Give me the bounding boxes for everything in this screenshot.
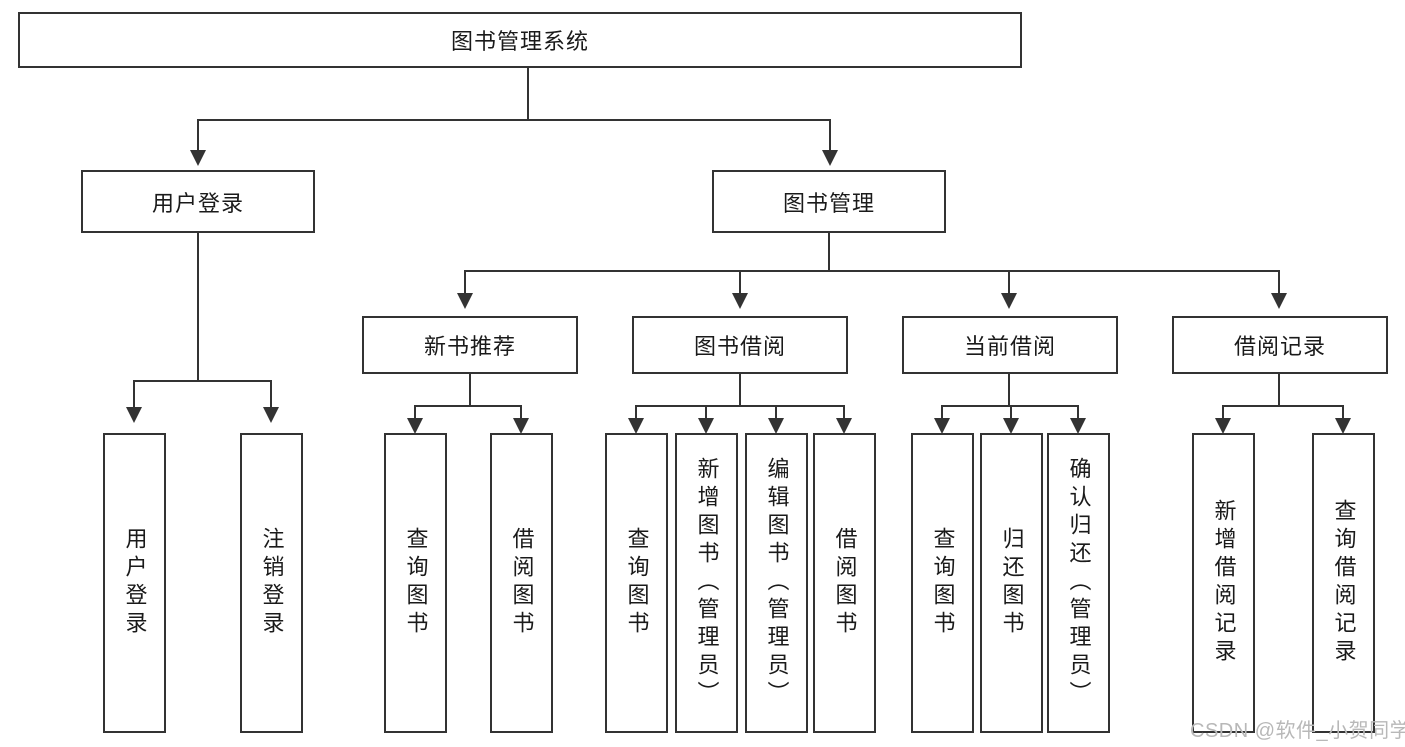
watermark-csdn: CSDN @软件_小贺同学 [1190, 720, 1405, 742]
edge-borrow-record-stem [1278, 374, 1280, 406]
node-label: 图书管理系统 [450, 29, 589, 54]
arrow-borrow-record-to-leaf-1 [1215, 418, 1231, 434]
arrow-borrow-record-to-leaf-2 [1335, 418, 1351, 434]
node-label: 编辑图书（管理员） [764, 457, 790, 709]
node-label: 用户登录 [151, 190, 244, 216]
node-current-borrow[interactable]: 当前借阅 [902, 316, 1118, 374]
node-label: 查询借阅记录 [1331, 499, 1357, 667]
leaf-book-borrow-edit-book[interactable]: 编辑图书（管理员） [745, 433, 808, 733]
node-label: 用户登录 [122, 527, 148, 639]
edge-book-borrow-to-leaf-3 [775, 405, 777, 419]
edge-book-mgmt-to-new-book [464, 270, 466, 294]
edge-new-book-to-leaf-1 [414, 405, 416, 419]
leaf-book-borrow-add-book[interactable]: 新增图书（管理员） [675, 433, 738, 733]
node-label: 新书推荐 [423, 334, 516, 359]
node-label: 借阅图书 [832, 527, 858, 639]
node-label: 图书借阅 [693, 334, 786, 359]
edge-book-mgmt-to-current-borrow [1008, 270, 1010, 294]
arrow-root-to-user-login [190, 150, 206, 166]
edge-book-borrow-stem [739, 374, 741, 406]
edge-new-book-to-leaf-2 [520, 405, 522, 419]
arrow-new-book-to-leaf-1 [407, 418, 423, 434]
arrow-current-borrow-to-leaf-3 [1070, 418, 1086, 434]
arrow-book-mgmt-to-new-book [457, 293, 473, 309]
edge-current-borrow-to-leaf-3 [1077, 405, 1079, 419]
edge-book-mgmt-bus [464, 270, 1280, 272]
node-label: 借阅记录 [1233, 334, 1326, 359]
node-label: 查询图书 [624, 527, 650, 639]
arrow-book-borrow-to-leaf-3 [768, 418, 784, 434]
leaf-current-borrow-confirm-return[interactable]: 确认归还（管理员） [1047, 433, 1110, 733]
node-label: 新增图书（管理员） [694, 457, 720, 709]
edge-borrow-record-bus [1222, 405, 1344, 407]
node-root-system[interactable]: 图书管理系统 [18, 12, 1022, 68]
edge-root-bus [197, 119, 831, 121]
node-label: 图书管理 [782, 190, 875, 216]
edge-user-login-bus [133, 380, 272, 382]
node-label: 归还图书 [999, 527, 1025, 639]
edge-borrow-record-to-leaf-2 [1342, 405, 1344, 419]
node-label: 确认归还（管理员） [1066, 457, 1092, 709]
arrow-book-borrow-to-leaf-4 [836, 418, 852, 434]
edge-current-borrow-to-leaf-2 [1010, 405, 1012, 419]
edge-user-login-to-leaf-2 [270, 380, 272, 408]
node-borrow-record[interactable]: 借阅记录 [1172, 316, 1388, 374]
arrow-book-mgmt-to-book-borrow [732, 293, 748, 309]
arrow-book-mgmt-to-current-borrow [1001, 293, 1017, 309]
arrow-current-borrow-to-leaf-2 [1003, 418, 1019, 434]
leaf-borrow-record-query-record[interactable]: 查询借阅记录 [1312, 433, 1375, 733]
node-label: 当前借阅 [963, 334, 1056, 359]
leaf-user-login-login[interactable]: 用户登录 [103, 433, 166, 733]
leaf-book-borrow-borrow-book[interactable]: 借阅图书 [813, 433, 876, 733]
edge-root-to-user-login [197, 119, 199, 151]
edge-book-mgmt-to-borrow-record [1278, 270, 1280, 294]
edge-borrow-record-to-leaf-1 [1222, 405, 1224, 419]
edge-book-borrow-to-leaf-1 [635, 405, 637, 419]
arrow-user-login-to-leaf-1 [126, 407, 142, 423]
arrow-new-book-to-leaf-2 [513, 418, 529, 434]
node-user-login[interactable]: 用户登录 [81, 170, 315, 233]
leaf-new-book-borrow-book[interactable]: 借阅图书 [490, 433, 553, 733]
edge-book-borrow-to-leaf-4 [843, 405, 845, 419]
edge-current-borrow-to-leaf-1 [941, 405, 943, 419]
arrow-root-to-book-mgmt [822, 150, 838, 166]
arrow-book-borrow-to-leaf-1 [628, 418, 644, 434]
edge-new-book-bus [414, 405, 522, 407]
node-book-borrow[interactable]: 图书借阅 [632, 316, 848, 374]
node-label: 查询图书 [930, 527, 956, 639]
node-label: 注销登录 [259, 527, 285, 639]
arrow-book-borrow-to-leaf-2 [698, 418, 714, 434]
edge-book-mgmt-to-book-borrow [739, 270, 741, 294]
node-new-book-recommend[interactable]: 新书推荐 [362, 316, 578, 374]
edge-current-borrow-stem [1008, 374, 1010, 406]
edge-new-book-stem [469, 374, 471, 406]
arrow-current-borrow-to-leaf-1 [934, 418, 950, 434]
node-label: 借阅图书 [509, 527, 535, 639]
edge-root-stem [527, 68, 529, 120]
edge-user-login-to-leaf-1 [133, 380, 135, 408]
edge-book-borrow-to-leaf-2 [705, 405, 707, 419]
node-book-management[interactable]: 图书管理 [712, 170, 946, 233]
node-label: 新增借阅记录 [1211, 499, 1237, 667]
leaf-current-borrow-query-book[interactable]: 查询图书 [911, 433, 974, 733]
node-label: 查询图书 [403, 527, 429, 639]
leaf-book-borrow-query-book[interactable]: 查询图书 [605, 433, 668, 733]
leaf-new-book-query-book[interactable]: 查询图书 [384, 433, 447, 733]
edge-root-to-book-mgmt [829, 119, 831, 151]
leaf-current-borrow-return-book[interactable]: 归还图书 [980, 433, 1043, 733]
leaf-user-login-logout[interactable]: 注销登录 [240, 433, 303, 733]
leaf-borrow-record-add-record[interactable]: 新增借阅记录 [1192, 433, 1255, 733]
edge-user-login-stem [197, 233, 199, 381]
edge-book-mgmt-stem [828, 233, 830, 271]
arrow-book-mgmt-to-borrow-record [1271, 293, 1287, 309]
edge-book-borrow-bus [635, 405, 845, 407]
arrow-user-login-to-leaf-2 [263, 407, 279, 423]
